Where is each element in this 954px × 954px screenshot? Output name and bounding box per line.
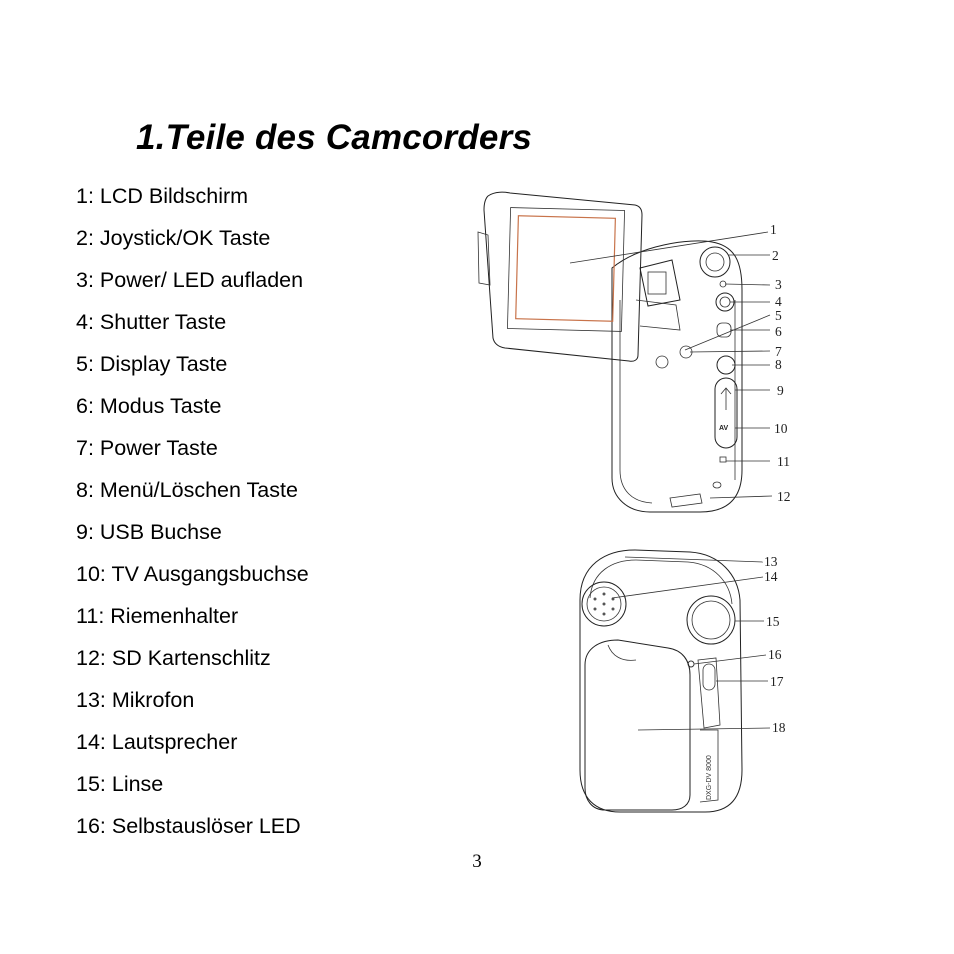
list-item: 12: SD Kartenschlitz — [76, 646, 271, 670]
callout-number: 6 — [775, 324, 782, 339]
list-item: 5: Display Taste — [76, 352, 228, 376]
callout-number: 15 — [766, 614, 780, 629]
callout-number: 4 — [775, 294, 782, 309]
callout-number: 5 — [775, 308, 782, 323]
list-item: 13: Mikrofon — [76, 688, 195, 712]
callout-number: 1 — [770, 222, 777, 237]
list-item: 2: Joystick/OK Taste — [76, 226, 271, 250]
list-item: 10: TV Ausgangsbuchse — [76, 562, 309, 586]
callout-number: 11 — [777, 454, 790, 469]
callout-number: 3 — [775, 277, 782, 292]
callout-number: 2 — [772, 248, 779, 263]
list-item: 7: Power Taste — [76, 436, 218, 460]
list-item: 8: Menü/Löschen Taste — [76, 478, 298, 502]
callout-number: 10 — [774, 421, 788, 436]
list-item: 14: Lautsprecher — [76, 730, 238, 754]
callout-number: 7 — [775, 344, 782, 359]
callout-number: 16 — [768, 647, 782, 662]
list-item: 9: USB Buchse — [76, 520, 222, 544]
list-item: 15: Linse — [76, 772, 164, 796]
callout-number: 8 — [775, 357, 782, 372]
list-item: 3: Power/ LED aufladen — [76, 268, 304, 292]
page-title: 1.Teile des Camcorders — [136, 118, 533, 157]
page-number: 3 — [472, 851, 482, 872]
list-item: 11: Riemenhalter — [76, 604, 239, 628]
camcorder-closed-view: DXG-DV 8000 13 14 15 16 17 18 — [579, 549, 786, 813]
camcorder-open-view: AV 1 2 3 4 5 6 7 8 9 10 11 12 — [477, 191, 791, 513]
list-item: 1: LCD Bildschirm — [76, 184, 249, 208]
model-label: DXG-DV 8000 — [706, 755, 713, 800]
callout-number: 13 — [764, 554, 778, 569]
list-item: 16: Selbstauslöser LED — [76, 814, 301, 838]
callout-number: 18 — [772, 720, 786, 735]
callout-number: 12 — [777, 489, 791, 504]
av-port-label: AV — [719, 425, 729, 432]
callout-number: 14 — [764, 569, 778, 584]
parts-list: 1: LCD Bildschirm 2: Joystick/OK Taste 3… — [76, 181, 309, 853]
list-item: 4: Shutter Taste — [76, 310, 227, 334]
list-item: 6: Modus Taste — [76, 394, 222, 418]
callout-number: 17 — [770, 674, 784, 689]
callout-number: 9 — [777, 383, 784, 398]
